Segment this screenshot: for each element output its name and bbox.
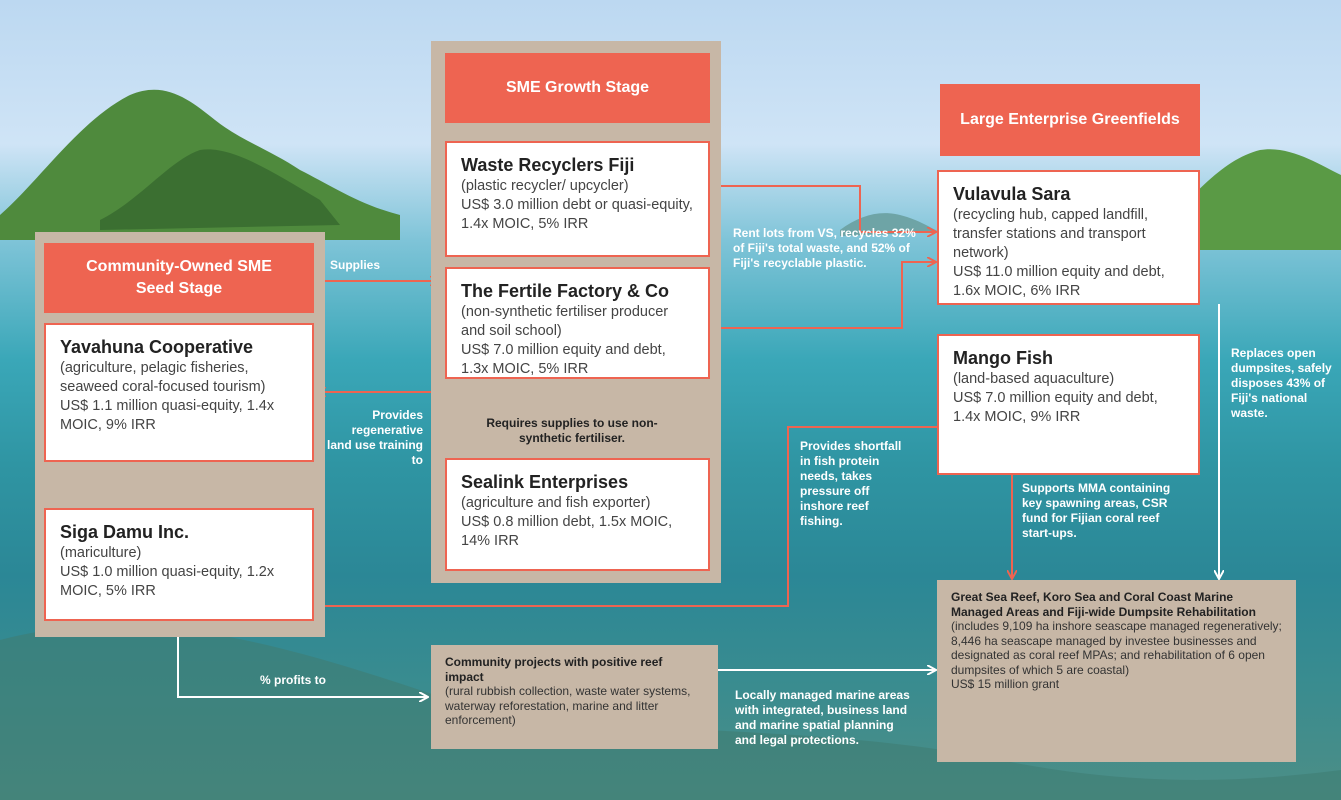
header-sme-growth: SME Growth Stage xyxy=(445,53,710,123)
card-desc: (plastic recycler/ upcycler) xyxy=(461,178,629,194)
card-fertile-factory: The Fertile Factory & Co (non-synthetic … xyxy=(445,267,710,379)
card-siga-damu: Siga Damu Inc. (mariculture) US$ 1.0 mil… xyxy=(44,508,314,621)
note-title: Community projects with positive reef im… xyxy=(445,655,663,684)
card-vulavula: Vulavula Sara (recycling hub, capped lan… xyxy=(937,170,1200,305)
label-supplies: Supplies xyxy=(330,258,381,272)
island-far xyxy=(840,213,940,236)
card-terms: US$ 1.1 million quasi-equity, 1.4x MOIC,… xyxy=(60,398,275,433)
card-terms: US$ 11.0 million equity and debt, 1.6x M… xyxy=(953,264,1165,299)
note-community-projects: Community projects with positive reef im… xyxy=(431,645,718,749)
note-terms: US$ 15 million grant xyxy=(951,677,1060,691)
card-desc: (recycling hub, capped landfill, transfe… xyxy=(953,207,1149,261)
note-desc: (rural rubbish collection, waste water s… xyxy=(445,684,691,727)
card-sealink: Sealink Enterprises (agriculture and fis… xyxy=(445,458,710,571)
card-terms: US$ 7.0 million equity and debt, 1.4x MO… xyxy=(953,390,1158,425)
arrow-fertile-to-vulavula xyxy=(708,262,935,329)
card-desc: (mariculture) xyxy=(60,545,142,561)
card-waste-recyclers: Waste Recyclers Fiji (plastic recycler/ … xyxy=(445,141,710,257)
card-name: The Fertile Factory & Co xyxy=(461,281,670,301)
label-requires-supplies: Requires supplies to use non-synthetic f… xyxy=(486,416,658,445)
note-title: Great Sea Reef, Koro Sea and Coral Coast… xyxy=(951,590,1256,619)
card-terms: US$ 0.8 million debt, 1.5x MOIC, 14% IRR xyxy=(461,514,673,549)
label-supports-mma: Supports MMA containing key spawning are… xyxy=(1022,481,1171,540)
label-replaces-dumpsites: Replaces open dumpsites, safely disposes… xyxy=(1231,346,1332,420)
card-name: Sealink Enterprises xyxy=(461,472,629,492)
card-desc: (non-synthetic fertiliser producer and s… xyxy=(461,304,669,339)
card-name: Siga Damu Inc. xyxy=(60,522,190,542)
mountain-left-shade xyxy=(100,149,340,230)
card-desc: (agriculture and fish exporter) xyxy=(461,495,651,511)
card-desc: (agriculture, pelagic fisheries, seaweed… xyxy=(60,360,266,395)
reef-shadow xyxy=(0,625,1341,800)
card-name: Waste Recyclers Fiji xyxy=(461,155,635,175)
card-yavahuna: Yavahuna Cooperative (agriculture, pelag… xyxy=(44,323,314,462)
card-terms: US$ 7.0 million equity and debt, 1.3x MO… xyxy=(461,342,666,377)
arrow-mango-to-siga xyxy=(305,426,937,606)
arrow-profits xyxy=(177,637,427,697)
card-mango-fish: Mango Fish (land-based aquaculture) US$ … xyxy=(937,334,1200,475)
label-provides-training: Provides regenerative land use training … xyxy=(327,408,424,467)
label-profits-to: % profits to xyxy=(260,673,326,687)
label-rent-lots: Rent lots from VS, recycles 32% of Fiji'… xyxy=(733,226,916,270)
note-desc: (includes 9,109 ha inshore seascape mana… xyxy=(951,619,1282,677)
card-terms: US$ 3.0 million debt or quasi-equity, 1.… xyxy=(461,197,693,232)
label-provides-shortfall: Provides shortfall in fish protein needs… xyxy=(800,439,902,528)
arrow-waste-to-vulavula xyxy=(708,185,935,232)
card-terms: US$ 1.0 million quasi-equity, 1.2x MOIC,… xyxy=(60,564,275,599)
card-name: Mango Fish xyxy=(953,348,1053,368)
header-large-enterprise: Large Enterprise Greenfields xyxy=(940,84,1200,156)
note-great-sea-reef: Great Sea Reef, Koro Sea and Coral Coast… xyxy=(937,580,1296,762)
card-name: Yavahuna Cooperative xyxy=(60,337,254,357)
label-locally-managed: Locally managed marine areas with integr… xyxy=(735,688,910,747)
header-community-seed: Community-Owned SME Seed Stage xyxy=(44,243,314,313)
card-desc: (land-based aquaculture) xyxy=(953,371,1115,387)
card-name: Vulavula Sara xyxy=(953,184,1071,204)
